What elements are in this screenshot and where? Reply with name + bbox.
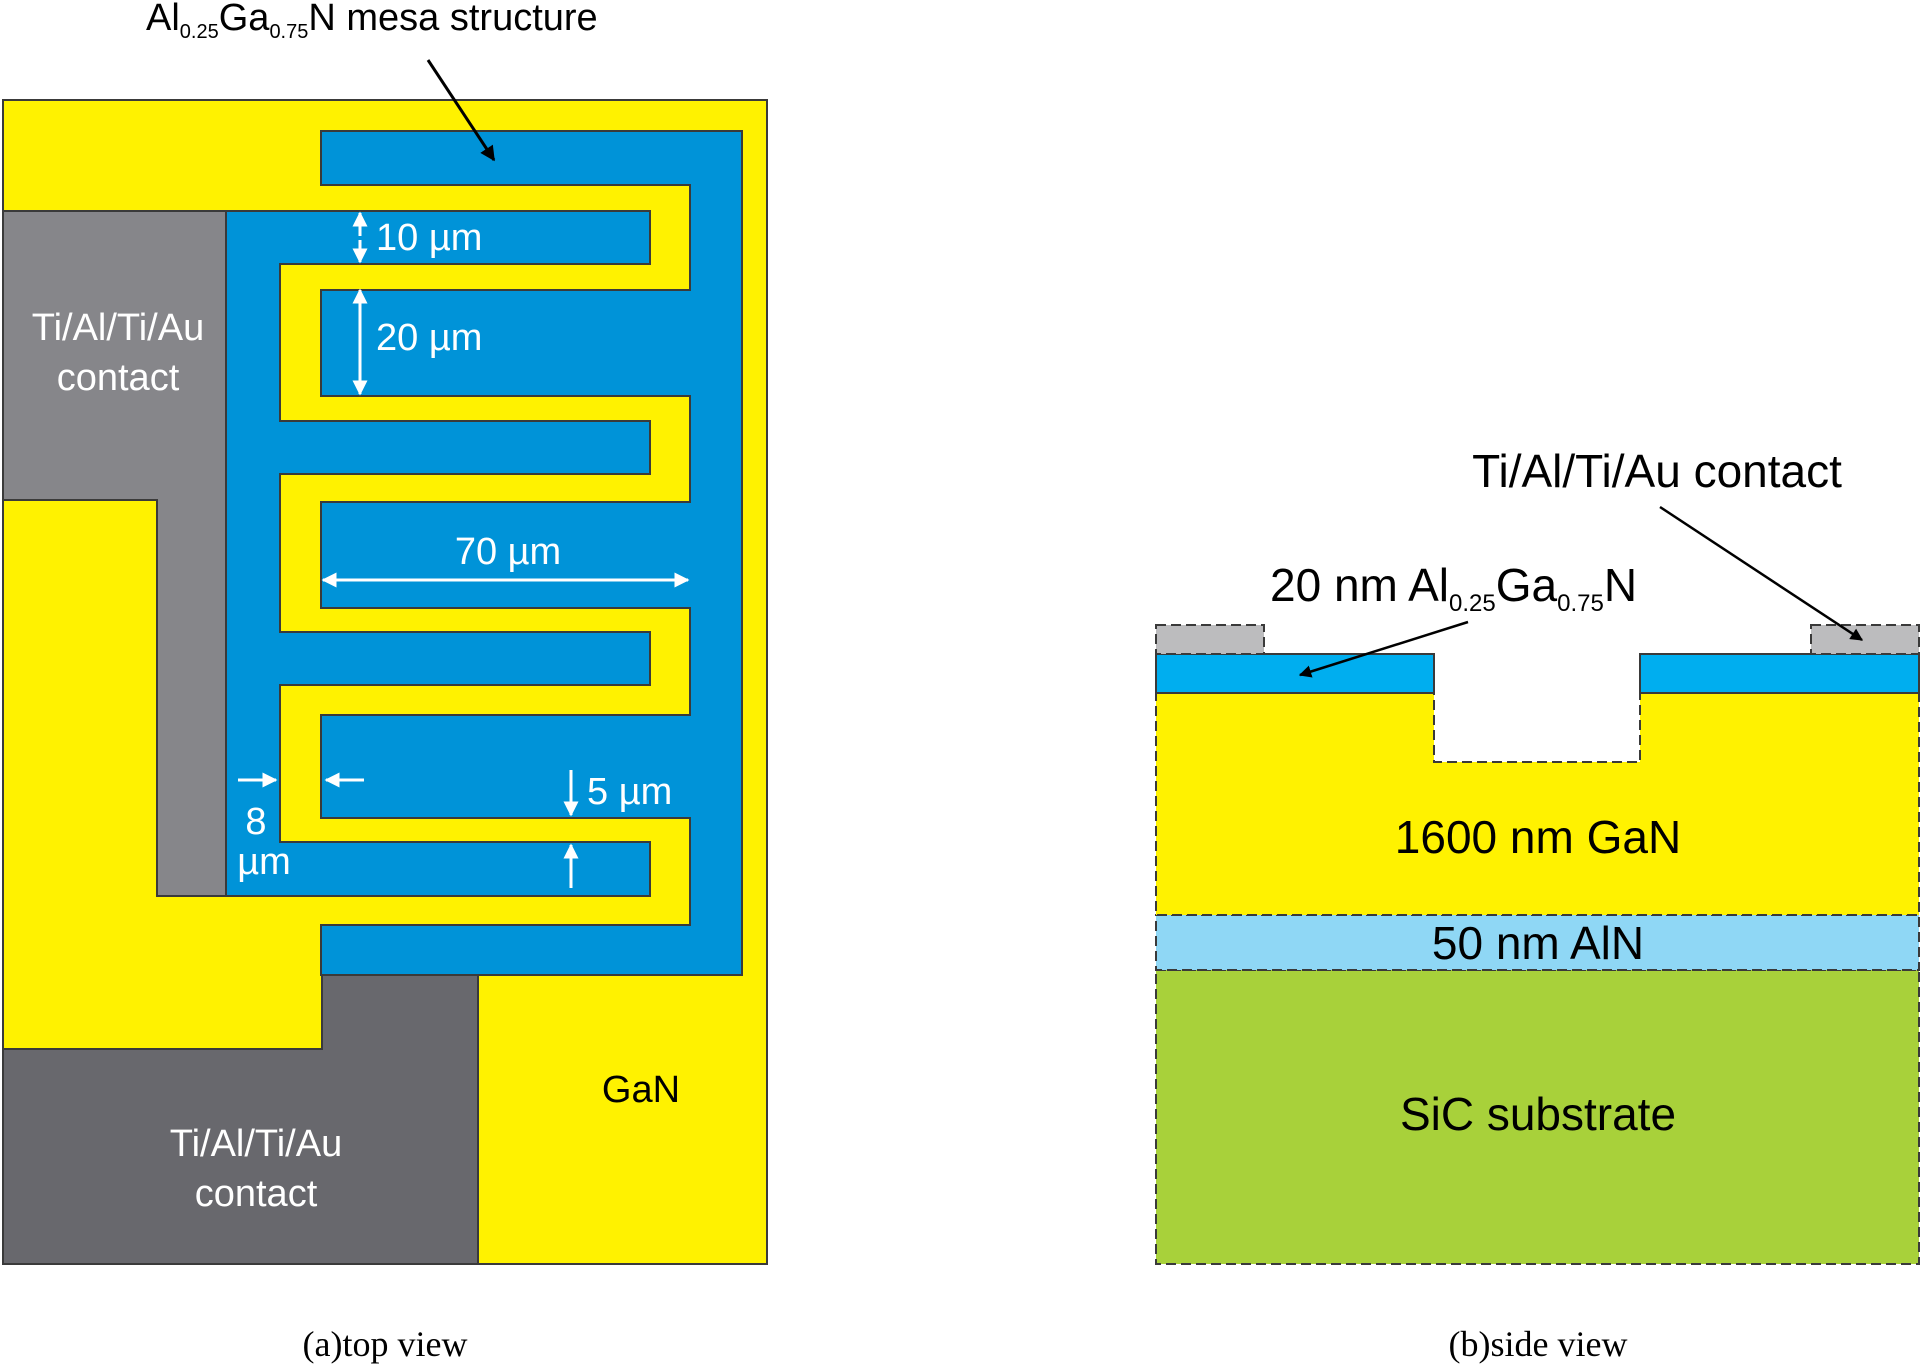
algan-label-arrow — [1298, 620, 1469, 678]
side-contact-arrow — [1659, 505, 1864, 642]
sic-substrate-layer — [1155, 969, 1920, 1265]
dim-8um-label-line2: µm — [237, 841, 291, 883]
side-contact-label: Ti/Al/Ti/Au contact — [1472, 445, 1842, 497]
side-view: Ti/Al/Ti/Au contact 20 nm Al0.25Ga0.75N … — [1155, 445, 1920, 1364]
left-contact-label-line1: Ti/Al/Ti/Au — [32, 307, 204, 349]
mesa-label-arrow — [426, 59, 496, 162]
gan-thickness-label: 1600 nm GaN — [1395, 811, 1681, 863]
side-contact-right — [1810, 624, 1920, 655]
algan-thin-layer-label: 20 nm Al0.25Ga0.75N — [1270, 559, 1637, 617]
sic-substrate-label: SiC substrate — [1400, 1088, 1676, 1140]
gan-layer — [1155, 692, 1920, 916]
side-view-caption: (b)side view — [1449, 1324, 1628, 1364]
side-contact-left — [1155, 624, 1265, 655]
mesa-inner-comb — [225, 210, 651, 897]
algan-layer-left — [1155, 653, 1435, 694]
left-contact-label-line2: contact — [57, 357, 180, 399]
dim-5um-label: 5 µm — [587, 771, 672, 813]
dim-20um-label: 20 µm — [376, 317, 482, 359]
gan-label: GaN — [602, 1069, 680, 1111]
dim-10um-label: 10 µm — [376, 217, 482, 259]
bottom-contact-label-line2: contact — [195, 1173, 318, 1215]
dim-70um-label: 70 µm — [455, 531, 561, 573]
algan-layer-right — [1639, 653, 1920, 694]
bottom-contact-label-line1: Ti/Al/Ti/Au — [170, 1123, 342, 1165]
dim-8um-label-line1: 8 — [245, 801, 266, 843]
mesa-outer-comb — [320, 130, 743, 976]
top-view-caption: (a)top view — [303, 1324, 468, 1364]
aln-thickness-label: 50 nm AlN — [1432, 917, 1644, 969]
top-view: Al0.25Ga0.75N mesa structure Ti/Al/Ti/Au… — [2, 0, 768, 1364]
mesa-structure-label: Al0.25Ga0.75N mesa structure — [146, 0, 598, 43]
